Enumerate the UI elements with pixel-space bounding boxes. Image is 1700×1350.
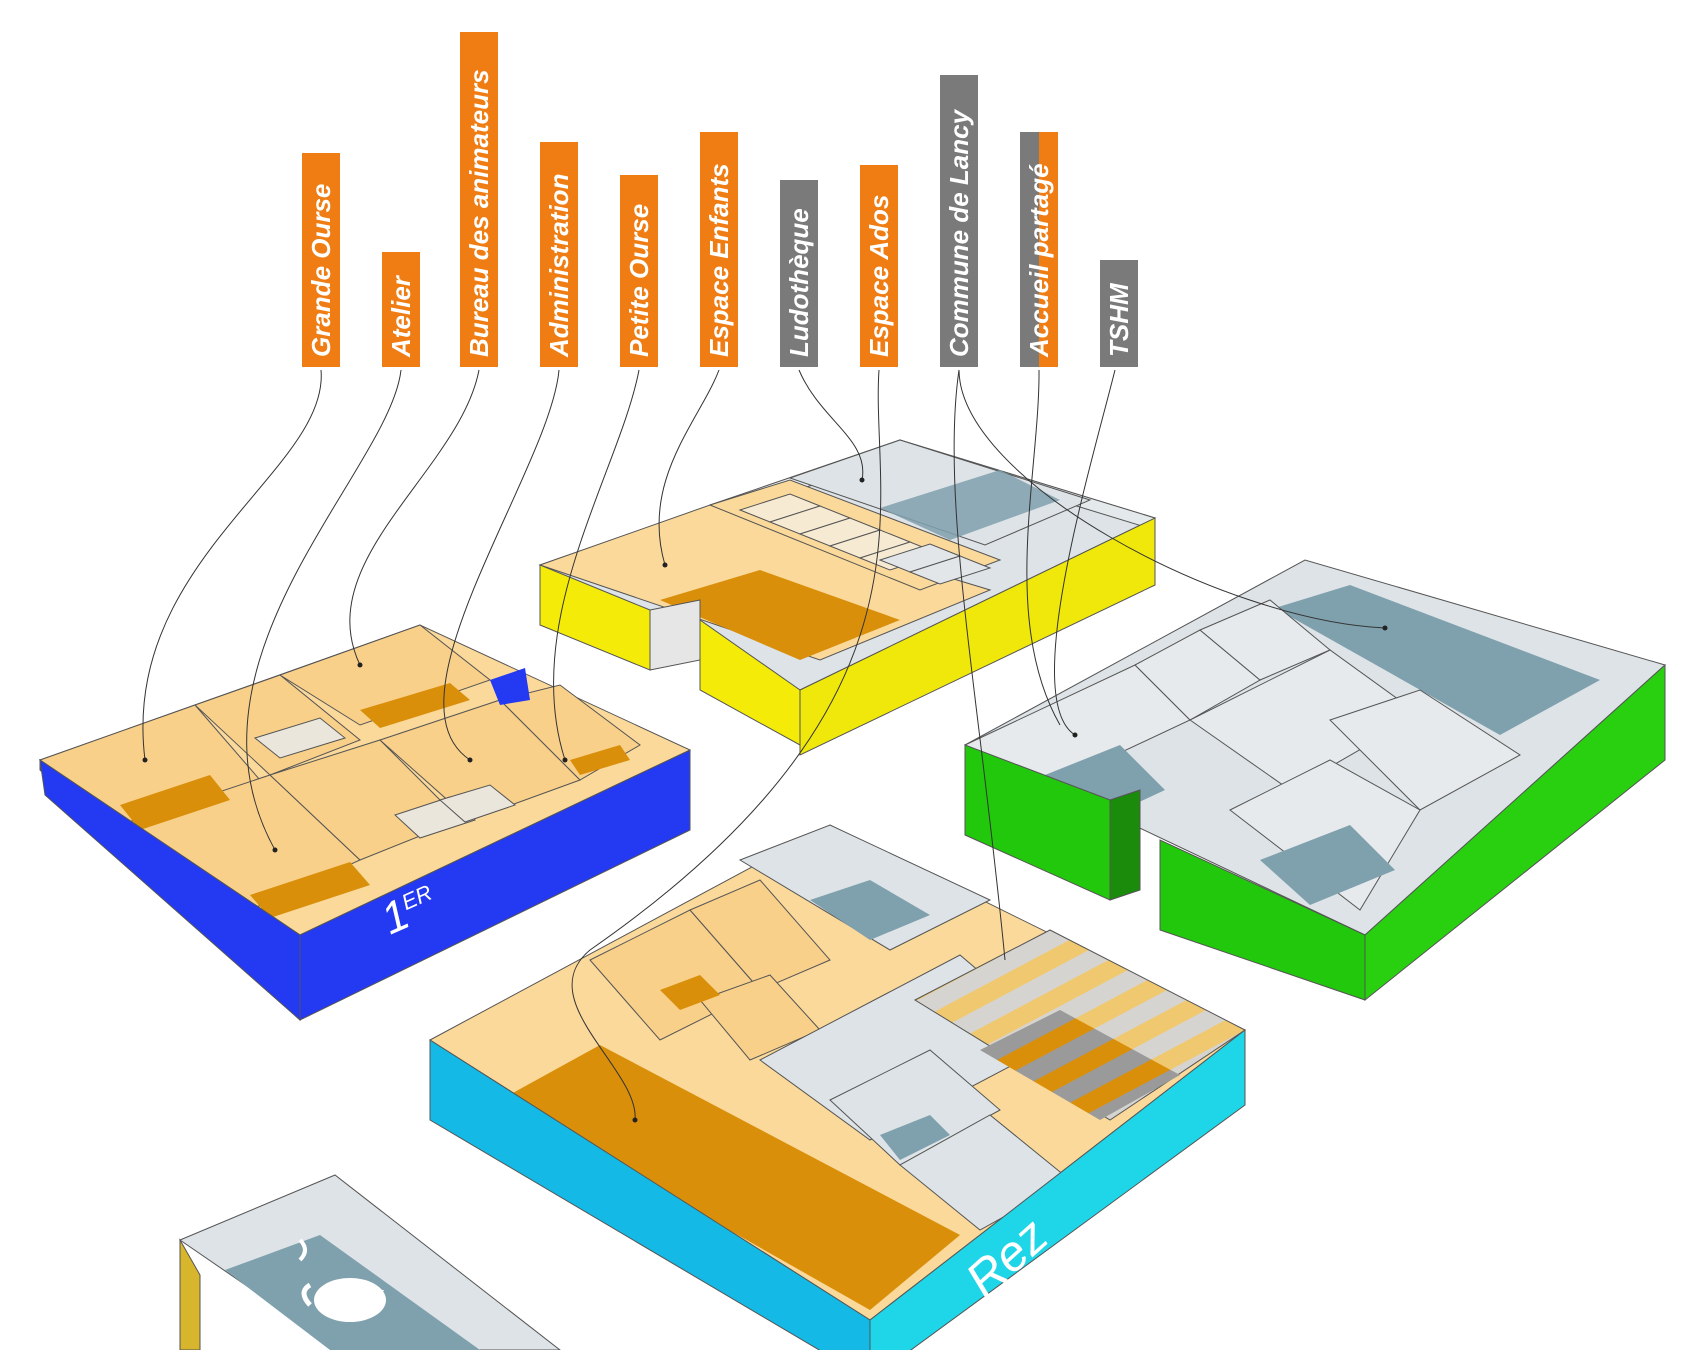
- svg-text:Accueil partagé: Accueil partagé: [1024, 163, 1054, 358]
- tag-bureau-des-animateurs: Bureau des animateurs: [460, 32, 498, 367]
- tag-petite-ourse: Petite Ourse: [620, 175, 658, 367]
- svg-text:Administration: Administration: [544, 174, 574, 358]
- svg-text:Ludothèque: Ludothèque: [784, 208, 814, 357]
- tag-grande-ourse: Grande Ourse: [302, 153, 340, 367]
- coffee-cup-icon: [298, 1238, 386, 1322]
- svg-text:Atelier: Atelier: [386, 274, 416, 358]
- svg-text:Bureau des animateurs: Bureau des animateurs: [464, 69, 494, 357]
- floor-block-cafe: [178, 1174, 561, 1350]
- leader-lines: [142, 369, 1386, 1121]
- svg-text:Commune de Lancy: Commune de Lancy: [944, 108, 974, 357]
- tag-ludotheque: Ludothèque: [780, 180, 818, 367]
- svg-text:Espace Enfants: Espace Enfants: [704, 163, 734, 357]
- floor-block-green: [963, 559, 1667, 1002]
- tag-espace-enfants: Espace Enfants: [700, 132, 738, 367]
- tag-atelier: Atelier: [382, 252, 420, 367]
- tag-tshm: TSHM: [1100, 260, 1138, 367]
- tag-commune-de-lancy: Commune de Lancy: [940, 75, 978, 367]
- floor-block-yellow: [538, 439, 1157, 756]
- svg-text:Espace Ados: Espace Ados: [864, 195, 894, 357]
- floor-block-1er: 1ER: [38, 624, 692, 1022]
- tag-accueil-partage: Accueil partagé: [1020, 132, 1058, 367]
- svg-text:TSHM: TSHM: [1104, 282, 1134, 357]
- leader-pointers: [142, 477, 1388, 1123]
- tag-espace-ados: Espace Ados: [860, 165, 898, 367]
- svg-text:Petite Ourse: Petite Ourse: [624, 204, 654, 357]
- floor-block-rez: Rez: [429, 824, 1246, 1350]
- svg-text:Grande Ourse: Grande Ourse: [306, 184, 336, 357]
- tag-administration: Administration: [540, 142, 578, 367]
